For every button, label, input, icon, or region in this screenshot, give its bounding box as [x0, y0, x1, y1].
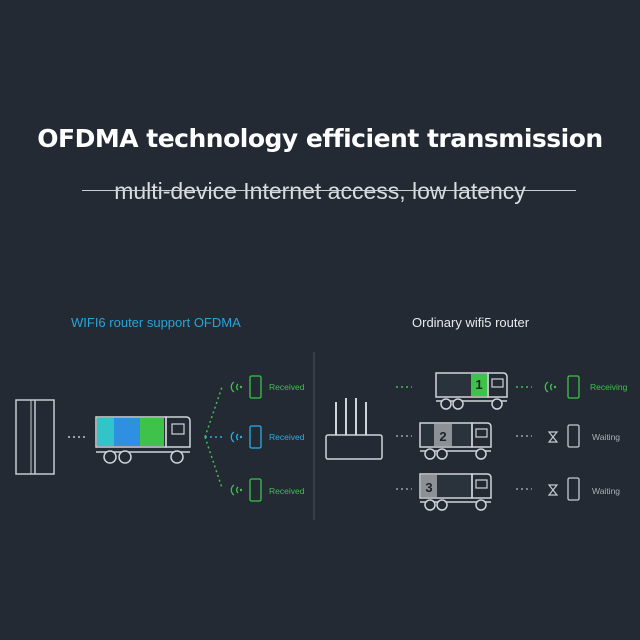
- signal-icon: [544, 381, 557, 393]
- status-receiving: Receiving: [590, 382, 628, 392]
- truck-number: 2: [439, 429, 446, 444]
- wifi5-section-label: Ordinary wifi5 router: [412, 315, 530, 330]
- truck-number: 3: [425, 480, 432, 495]
- signal-icon: [230, 381, 243, 393]
- hourglass-icon: [547, 431, 559, 443]
- phone-icon: [567, 477, 580, 501]
- signal-icon: [230, 431, 243, 443]
- wifi6-section-label: WIFI6 router support OFDMA: [71, 315, 241, 330]
- signal-icon: [230, 484, 243, 496]
- phone-icon: [567, 375, 580, 399]
- phone-icon: [249, 478, 262, 502]
- wifi5-truck-icon: [419, 473, 492, 511]
- wifi5-truck-icon: [419, 422, 492, 460]
- ofdma-truck-icon: [95, 416, 191, 464]
- status-waiting: Waiting: [592, 486, 621, 496]
- wifi5-truck-icon: [435, 372, 508, 410]
- wifi6-router-icon: [15, 399, 55, 475]
- phone-icon: [249, 425, 262, 449]
- subheadline: multi-device Internet access, low latenc…: [114, 178, 526, 204]
- status-waiting: Waiting: [592, 432, 621, 442]
- subtitle-strike-line: [82, 190, 576, 191]
- phone-icon: [567, 424, 580, 448]
- headline: OFDMA technology efficient transmission: [37, 124, 603, 153]
- status-received: Received: [269, 432, 305, 442]
- ofdma-link-green-2: [204, 436, 223, 489]
- status-received: Received: [269, 382, 305, 392]
- ofdma-link-green: [204, 386, 223, 438]
- phone-icon: [249, 375, 262, 399]
- hourglass-icon: [547, 484, 559, 496]
- status-received: Received: [269, 486, 305, 496]
- wifi5-router-icon: [325, 398, 383, 460]
- truck-number: 1: [475, 377, 482, 392]
